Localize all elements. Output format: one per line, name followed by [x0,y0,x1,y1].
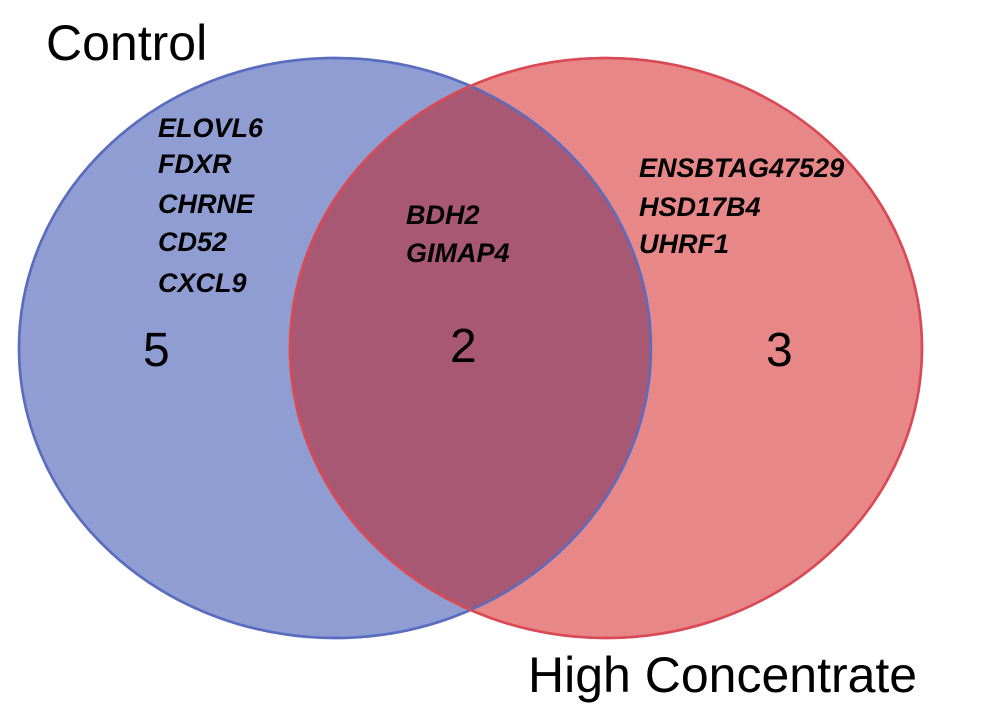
shared-gene: GIMAP4 [406,238,510,268]
control-only-gene: ELOVL6 [158,113,264,143]
shared-gene: BDH2 [406,200,480,230]
overlap-region [290,58,651,638]
control-only-gene: CD52 [158,227,227,257]
high-concentrate-only-count: 3 [766,324,793,377]
control-only-gene: FDXR [158,149,232,179]
control-only-gene: CXCL9 [158,268,247,298]
control-only-gene: CHRNE [158,189,255,219]
shared-count: 2 [450,320,477,373]
control-set-outline [17,56,653,640]
high-concentrate-set-label: High Concentrate [528,647,917,703]
high-concentrate-only-gene: UHRF1 [639,229,729,259]
high-concentrate-only-gene: HSD17B4 [639,192,761,222]
high-concentrate-only-gene: ENSBTAG47529 [639,153,844,183]
control-set-label: Control [46,15,207,71]
high-concentrate-set-outline [288,56,924,640]
control-only-count: 5 [143,324,170,377]
